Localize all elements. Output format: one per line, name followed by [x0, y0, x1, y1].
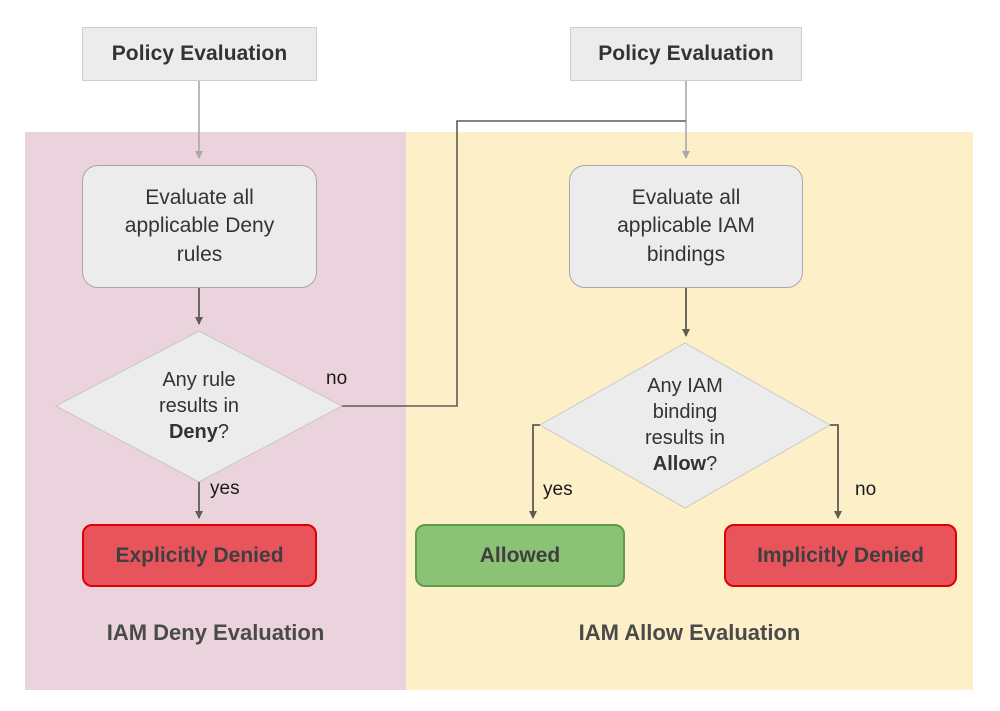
edge-decision-left-no-to-allow-lane — [342, 120, 686, 407]
edge-label-allow-yes: yes — [543, 479, 573, 500]
decision-shape-allow — [538, 342, 832, 509]
lane-title-iam-deny-evaluation: IAM Deny Evaluation — [106, 620, 325, 645]
edge-label-deny-yes: yes — [210, 478, 240, 499]
node-result-implicitly-denied[interactable]: Implicitly Denied — [724, 524, 957, 587]
node-label: Evaluate all applicable Deny rules — [124, 185, 275, 266]
node-label: Explicitly Denied — [115, 543, 284, 567]
lane-title-iam-allow-evaluation: IAM Allow Evaluation — [578, 620, 801, 645]
node-result-explicitly-denied[interactable]: Explicitly Denied — [82, 524, 317, 587]
node-label: Implicitly Denied — [757, 543, 924, 567]
node-process-evaluate-iam-bindings[interactable]: Evaluate all applicable IAM bindings — [569, 165, 803, 288]
node-process-evaluate-deny-rules[interactable]: Evaluate all applicable Deny rules — [82, 165, 317, 288]
node-label: Evaluate all applicable IAM bindings — [617, 185, 755, 266]
edge-decision-right-no-to-implicit-deny — [830, 424, 842, 519]
decision-shape-deny — [54, 330, 344, 483]
node-result-allowed[interactable]: Allowed — [415, 524, 625, 587]
node-start-policy-evaluation-left[interactable]: Policy Evaluation — [82, 27, 317, 81]
node-label: Policy Evaluation — [598, 42, 774, 65]
edge-label-deny-no: no — [326, 368, 348, 389]
node-label: Policy Evaluation — [111, 42, 288, 65]
node-label: Allowed — [479, 543, 561, 567]
edge-label-allow-no: no — [855, 479, 877, 500]
edge-decision-right-yes-to-allowed — [529, 424, 540, 519]
node-start-policy-evaluation-right[interactable]: Policy Evaluation — [570, 27, 802, 81]
